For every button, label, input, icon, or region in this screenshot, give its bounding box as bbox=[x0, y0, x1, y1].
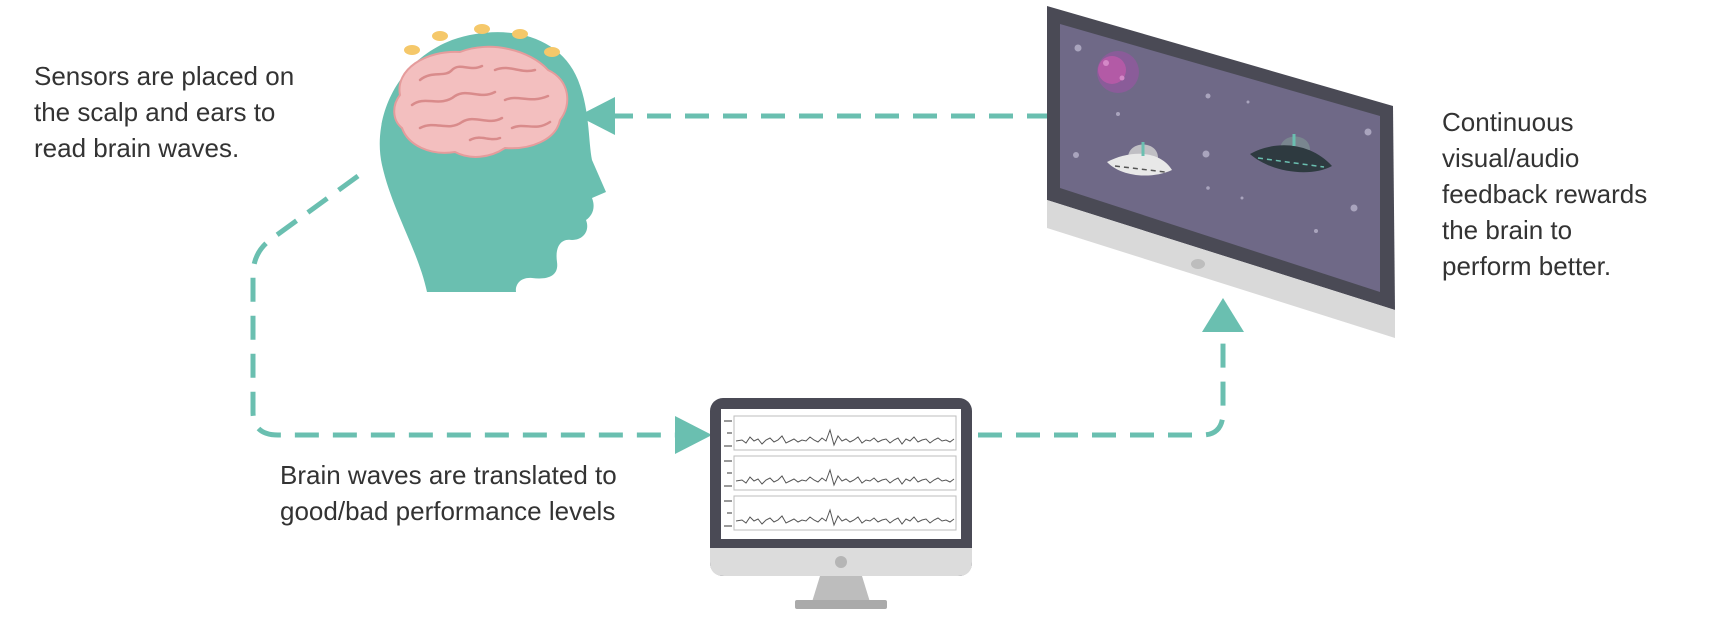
sensors-caption-line: the scalp and ears to bbox=[34, 97, 276, 127]
translation-caption: Brain waves are translated to good/bad p… bbox=[280, 457, 617, 529]
sensors-caption-line: read brain waves. bbox=[34, 133, 240, 163]
feedback-caption-line: perform better. bbox=[1442, 251, 1612, 281]
game-monitor-button bbox=[1191, 259, 1205, 269]
arrow-path-head-to-eeg bbox=[250, 173, 675, 438]
feedback-caption-line: visual/audio bbox=[1442, 143, 1580, 173]
ufo-dark-icon bbox=[1250, 134, 1332, 173]
arrowhead-to-head bbox=[578, 97, 615, 135]
eeg-panels bbox=[733, 415, 957, 531]
sensors-caption: Sensors are placed on the scalp and ears… bbox=[34, 58, 294, 166]
translation-caption-line: Brain waves are translated to bbox=[280, 460, 617, 490]
head-with-brain-icon bbox=[379, 24, 606, 292]
game-monitor-chin bbox=[1047, 200, 1395, 338]
stars bbox=[1073, 44, 1372, 233]
arrowhead-to-monitor bbox=[1202, 298, 1244, 332]
planet-icon bbox=[1097, 51, 1139, 93]
eeg-axis-ticks bbox=[724, 420, 732, 527]
arrow-path-eeg-to-monitor bbox=[978, 332, 1226, 438]
ufo-light-icon bbox=[1107, 142, 1172, 176]
arrowhead-to-eeg bbox=[675, 416, 712, 454]
feedback-loop-arrows bbox=[250, 97, 1244, 454]
feedback-caption-line: the brain to bbox=[1442, 215, 1573, 245]
feedback-caption: Continuous visual/audio feedback rewards… bbox=[1442, 104, 1647, 284]
eeg-monitor-button bbox=[835, 556, 847, 568]
sensors-caption-line: Sensors are placed on bbox=[34, 61, 295, 91]
eeg-monitor-stand bbox=[812, 576, 870, 602]
eeg-monitor-base bbox=[795, 600, 887, 609]
eeg-monitor-icon bbox=[710, 398, 972, 609]
eeg-waveforms bbox=[735, 428, 955, 527]
feedback-caption-line: feedback rewards bbox=[1442, 179, 1648, 209]
eeg-monitor-screen bbox=[721, 409, 961, 539]
electrodes bbox=[404, 24, 560, 57]
game-monitor-screen bbox=[1060, 24, 1380, 292]
game-monitor-icon bbox=[1047, 6, 1395, 338]
translation-caption-line: good/bad performance levels bbox=[280, 496, 616, 526]
feedback-caption-line: Continuous bbox=[1442, 107, 1574, 137]
brain-folds bbox=[410, 64, 552, 142]
